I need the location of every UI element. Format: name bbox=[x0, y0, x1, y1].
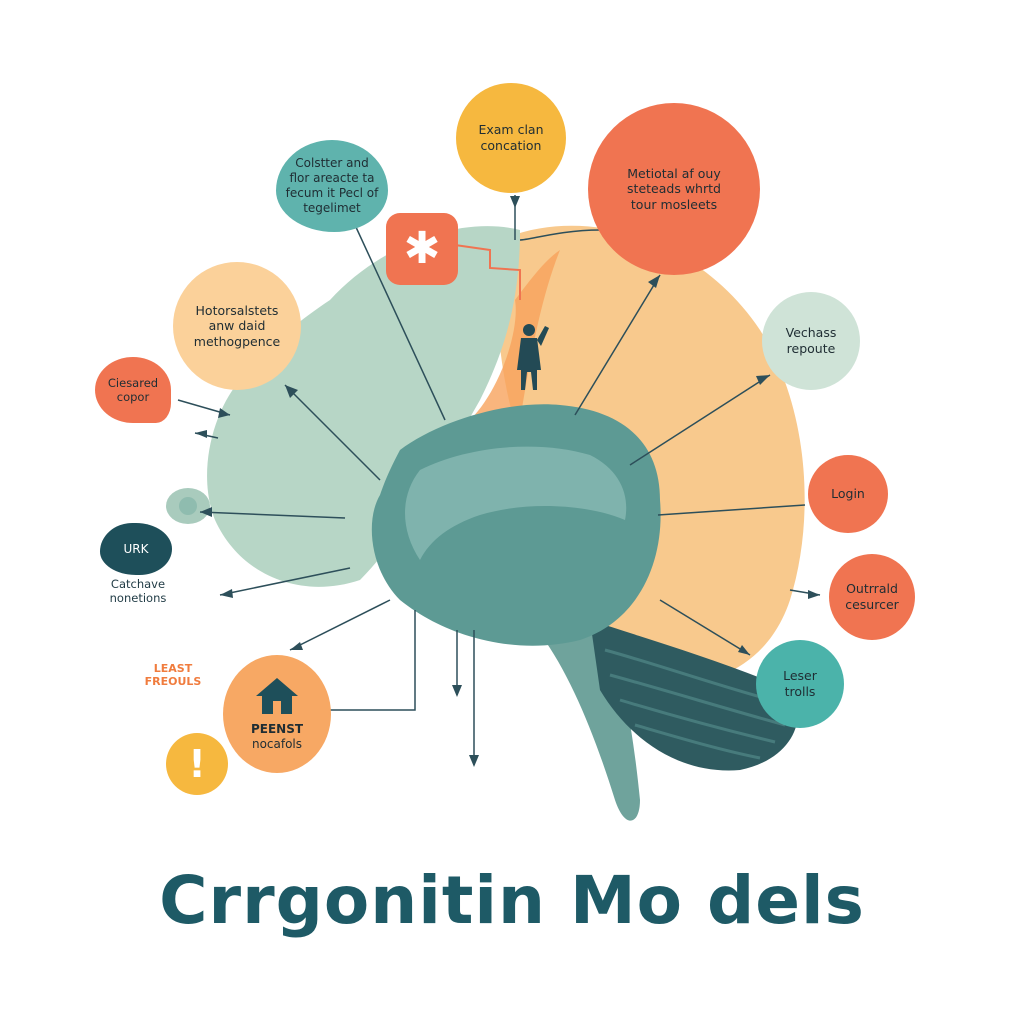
house-icon bbox=[256, 678, 298, 714]
brain-left-lobe bbox=[207, 226, 520, 587]
brain-cerebellum bbox=[590, 620, 798, 771]
node-urk[interactable]: URK bbox=[100, 523, 172, 575]
node-exclamation[interactable]: ! bbox=[166, 733, 228, 795]
arrowheads bbox=[195, 196, 820, 767]
node-peenst[interactable]: PEENST nocafols bbox=[223, 655, 331, 773]
connector-lines bbox=[177, 195, 821, 765]
node-asterisk[interactable]: ✱ bbox=[386, 213, 458, 285]
person-icon bbox=[517, 324, 549, 390]
asterisk-icon: ✱ bbox=[403, 223, 441, 274]
node-login[interactable]: Login bbox=[808, 455, 888, 533]
page-title: Crrgonitin Mo dels bbox=[159, 862, 865, 939]
brain-orange-accent bbox=[470, 250, 560, 420]
exclamation-icon: ! bbox=[188, 742, 206, 786]
brain-center-fold bbox=[405, 446, 627, 560]
